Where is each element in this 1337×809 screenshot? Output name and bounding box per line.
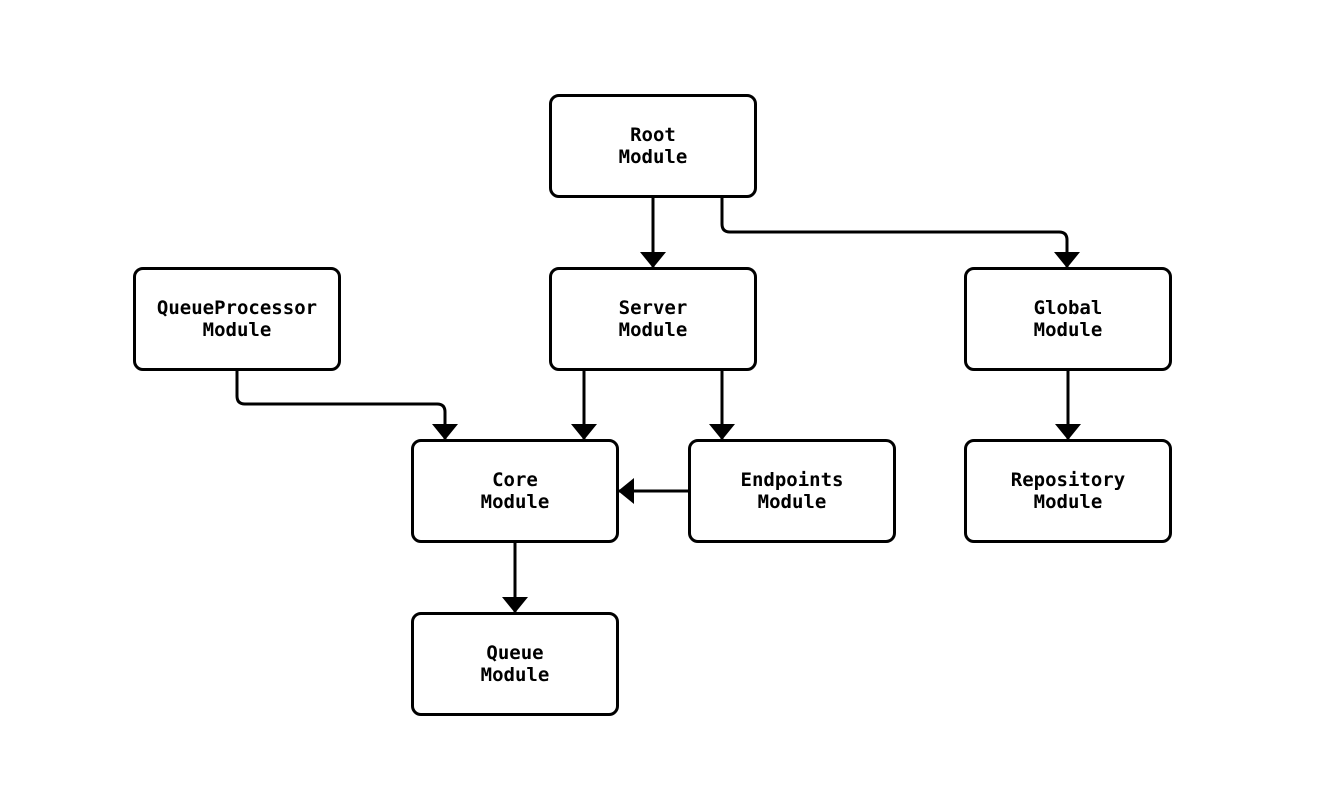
node-label-line: Queue [486, 642, 544, 664]
node-label-line: QueueProcessor [156, 297, 318, 319]
node-label-line: Module [480, 491, 550, 513]
node-label-line: Module [618, 319, 688, 341]
node-label-line: Root [630, 124, 676, 146]
node-label-line: Module [618, 146, 688, 168]
node-label-line: Global [1033, 297, 1103, 319]
node-label-line: Repository [1010, 469, 1126, 491]
node-label-line: Module [757, 491, 827, 513]
node-label-line: Module [1033, 491, 1103, 513]
node-label-line: Endpoints [740, 469, 844, 491]
node-label-line: Server [618, 297, 688, 319]
edge-queueprocessor-module-to-core-module [235, 369, 458, 441]
edge-root-module-to-global-module [720, 196, 1080, 269]
node-label-line: Module [480, 664, 550, 686]
node-label-line: Core [492, 469, 538, 491]
node-label-line: Module [202, 319, 272, 341]
node-label-line: Module [1033, 319, 1103, 341]
